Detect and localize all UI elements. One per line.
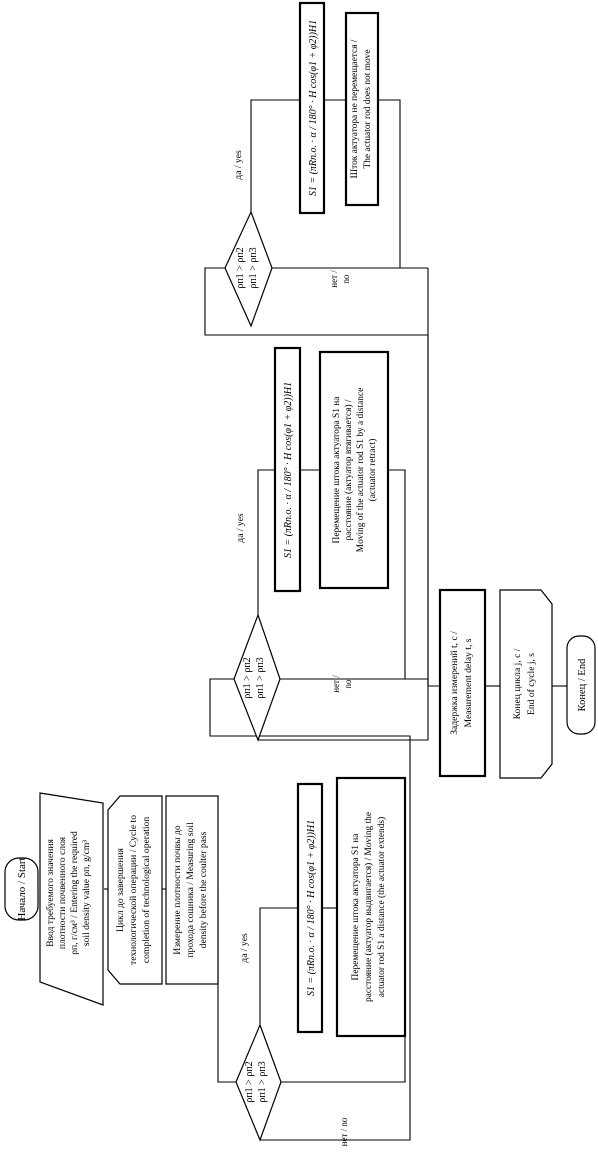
decision-1-text: ρп1 > ρп2 ρп1 > ρп3 (244, 1061, 268, 1102)
decision-3-text: ρп1 > ρп2 ρп1 > ρп3 (235, 247, 259, 288)
cycle-end-line-1: Конец цикла j, c / (512, 648, 523, 719)
decision-3-yes-label: да / yes (233, 150, 244, 180)
cycle-line-2: технологической операции / Cycle to (128, 815, 139, 965)
start-label: Начало / Start (16, 857, 28, 920)
edge-decision1-no (209, 678, 411, 1141)
delay-text: Задержка измерений t, c / Measurement de… (449, 631, 474, 735)
formula-3-text: S1 = (πRп.о. · α / 180° · H cos(φ1 + φ2)… (308, 20, 319, 196)
decision-2-yes-label: да / yes (235, 513, 246, 543)
input-line-1: Ввод требуемого значения (45, 839, 56, 947)
decision-3-no-line-2: no (341, 274, 351, 284)
action-2-node: Перемещение штока актуатора S1 на рассто… (318, 350, 390, 590)
decision-3-line-2: ρп1 > ρп3 (248, 247, 259, 288)
end-label: Конец / End (577, 658, 588, 711)
action-2-text: Перемещение штока актуатора S1 на рассто… (332, 388, 378, 553)
input-line-4: soil density value ρп, g/cm³ (81, 840, 92, 946)
formula-2-node: S1 = (πRп.о. · α / 180° · H cos(φ1 + φ2)… (273, 346, 302, 593)
measure-line-3: density before the coulter pass (198, 831, 209, 948)
cycle-line-3: completion of technological operation (141, 817, 152, 963)
action-1-node: Перемещение штока актуатора S1 на рассто… (335, 776, 407, 1038)
connectors (37, 99, 567, 1141)
cycle-line-1: Цикл до завершения (115, 847, 126, 931)
decision-2-no-line-2: no (343, 679, 353, 689)
decision-2-line-2: ρп1 > ρп3 (255, 657, 266, 698)
edge-decision3-yes (250, 99, 300, 212)
action-3-text: Шток актуатора не перемещается / The act… (350, 39, 373, 178)
decision-1-yes-label: да / yes (239, 933, 250, 963)
measure-line-2: прохода сошника / Measuring soil (185, 822, 196, 958)
input-node: Ввод требуемого значения плотности почве… (39, 792, 104, 1006)
edge-decision2-yes (257, 469, 275, 615)
delay-line-1: Задержка измерений t, c / (449, 631, 460, 735)
action-1-line-3: actuator rod S1 a distance (the actuator… (376, 817, 387, 997)
decision-2-no-label: нет / no (331, 675, 353, 693)
cycle-text: Цикл до завершения технологической опера… (115, 815, 152, 965)
measure-line-1: Измерение плотности почвы до (172, 825, 183, 955)
cycle-end-line-2: End of cycle j, s (526, 653, 537, 715)
formula-3-node: S1 = (πRп.о. · α / 180° · H cos(φ1 + φ2)… (298, 1, 326, 215)
action-2-line-1: Перемещение штока актуатора S1 на (332, 396, 342, 544)
start-node: Начало / Start (4, 857, 39, 921)
formula-2-text: S1 = (πRп.о. · α / 180° · H cos(φ1 + φ2)… (283, 382, 294, 558)
decision-1: ρп1 > ρп2 ρп1 > ρп3 (235, 1023, 282, 1142)
action-1-text: Перемещение штока актуатора S1 на рассто… (351, 812, 387, 1002)
input-text: Ввод требуемого значения плотности почве… (45, 831, 92, 955)
decision-3: ρп1 > ρп2 ρп1 > ρп3 (224, 210, 273, 328)
action-2-line-4: (actuator retract) (367, 439, 378, 502)
decision-1-no-label: нет / no (339, 1117, 349, 1146)
edge-merge-delay (405, 678, 440, 687)
action-1-line-1: Перемещение штока актуатора S1 на (351, 833, 361, 981)
cycle-end-text: Конец цикла j, c / End of cycle j, s (512, 648, 537, 719)
input-line-3: ρп, г/см³ / Entering the required (69, 831, 80, 955)
formula-1-node: S1 = (πRп.о. · α / 180° · H cos(φ1 + φ2)… (296, 782, 324, 1034)
action-2-line-2: расстояние (актуатор втягивается) / (343, 399, 354, 540)
formula-1-text: S1 = (πRп.о. · α / 180° · H cos(φ1 + φ2)… (306, 820, 317, 996)
input-line-2: плотности почвенного слоя (57, 836, 68, 949)
decision-3-no-line-1: нет / (329, 270, 339, 288)
action-3-node: Шток актуатора не перемещается / The act… (344, 11, 380, 207)
decision-3-no-label: нет / no (329, 270, 351, 288)
edge-measure-decision1 (217, 889, 236, 1083)
action-3-line-2: The actuator rod does not move (363, 50, 373, 169)
decision-2-line-1: ρп1 > ρп2 (242, 657, 253, 698)
edge-decision2-no (204, 267, 429, 741)
edge-decision1-yes (259, 907, 298, 1025)
decision-2: ρп1 > ρп2 ρп1 > ρп3 (233, 613, 281, 742)
measure-text: Измерение плотности почвы до прохода сош… (172, 822, 209, 958)
delay-node: Задержка измерений t, c / Measurement de… (438, 588, 487, 778)
delay-line-2: Measurement delay t, s (463, 638, 474, 727)
action-2-line-3: Moving of the actuator rod S1 by a dista… (355, 388, 366, 553)
edge-action2-merge (280, 469, 406, 680)
end-node: Конец / End (566, 635, 596, 735)
decision-1-line-2: ρп1 > ρп3 (257, 1061, 268, 1102)
decision-2-no-line-1: нет / (331, 675, 341, 693)
cycle-node: Цикл до завершения технологической опера… (107, 795, 163, 985)
action-1-line-2: расстояние (актуатор выдвигается) / Movi… (363, 812, 374, 1002)
decision-2-text: ρп1 > ρп2 ρп1 > ρп3 (242, 657, 266, 698)
measure-node: Измерение плотности почвы до прохода сош… (165, 795, 219, 985)
decision-3-line-1: ρп1 > ρп2 (235, 247, 246, 288)
cycle-end-node: Конец цикла j, c / End of cycle j, s (499, 589, 553, 779)
decision-1-line-1: ρп1 > ρп2 (244, 1061, 255, 1102)
action-3-line-1: Шток актуатора не перемещается / (350, 39, 360, 178)
edge-action3-merge (272, 99, 401, 269)
